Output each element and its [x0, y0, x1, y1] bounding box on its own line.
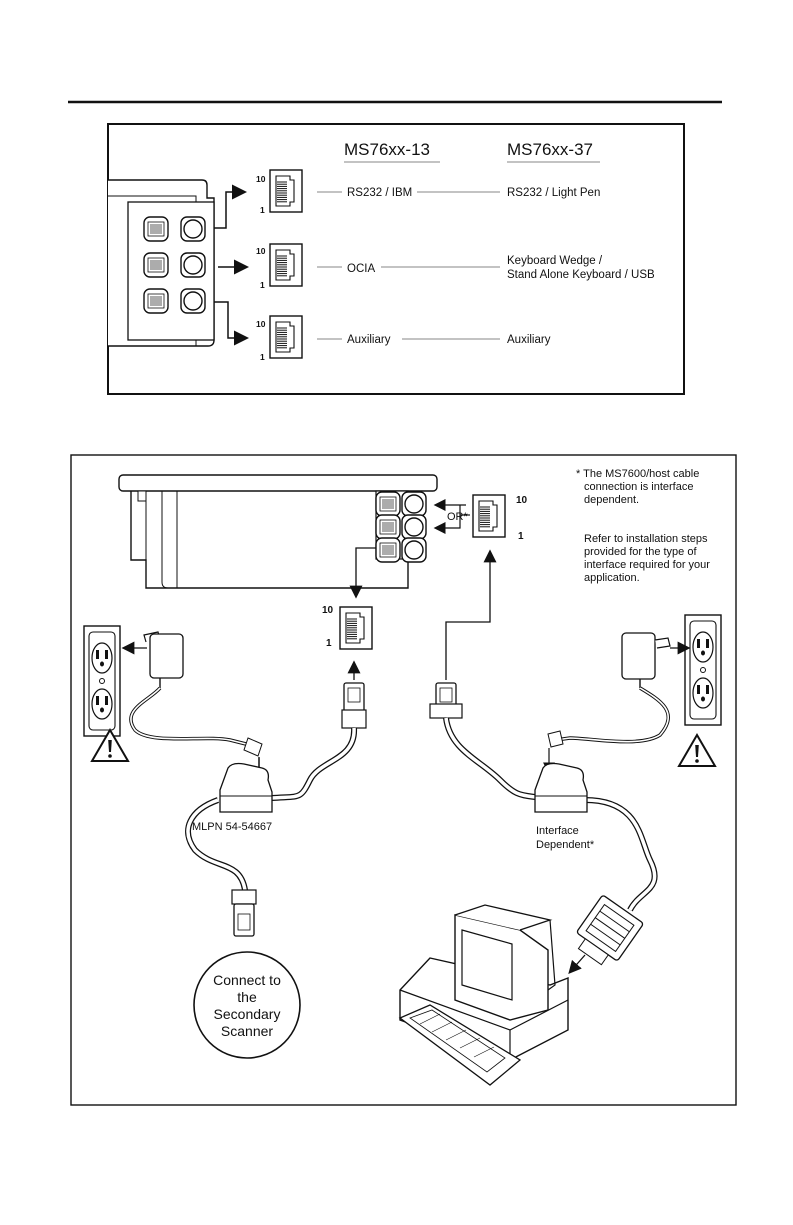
svg-text:application.: application. [584, 572, 640, 584]
db-connector-icon [576, 895, 644, 966]
svg-text:Connect to: Connect to [213, 972, 281, 988]
svg-text:interface required for your: interface required for your [584, 559, 710, 571]
cable-right-label-line1: Interface [536, 825, 579, 837]
rj45-plug-icon [341, 682, 367, 729]
svg-text:provided for the type of: provided for the type of [584, 546, 697, 558]
svg-text:* The MS7600/host cable: * The MS7600/host cable [576, 468, 699, 480]
row1-col1: RS232 / IBM [347, 187, 412, 199]
pin-top: 10 [256, 319, 266, 329]
cable-connection-panel: OR* 10 1 * The MS7600/host cable connect… [70, 454, 737, 1106]
svg-text:Secondary: Secondary [214, 1006, 281, 1022]
y-splitter-icon [534, 762, 588, 813]
pin-bottom: 1 [260, 205, 265, 215]
pin-top: 10 [516, 495, 528, 506]
row2-col2-line1: Keyboard Wedge / [507, 255, 603, 267]
power-adapter-icon [621, 632, 671, 688]
pin-top: 10 [322, 605, 334, 616]
pin-bottom: 1 [260, 352, 265, 362]
pin-bottom: 1 [260, 280, 265, 290]
pin-bottom: 1 [326, 638, 332, 649]
rj45-jack-icon [472, 494, 506, 538]
or-label: OR* [447, 511, 469, 523]
y-splitter-icon [219, 762, 273, 813]
power-outlet-icon [684, 614, 722, 726]
rj45-jack-icon [269, 243, 303, 287]
pin-bottom: 1 [518, 531, 524, 542]
pin-top: 10 [256, 246, 266, 256]
col1-header: MS76xx-13 [344, 140, 430, 159]
rj45-jack-icon [269, 169, 303, 213]
row3-col2: Auxiliary [507, 334, 551, 346]
cable-left-label: MLPN 54-54667 [192, 821, 272, 833]
pin-top: 10 [256, 174, 266, 184]
cable-right-label-line2: Dependent* [536, 839, 595, 851]
interface-note: * The MS7600/host cable connection is in… [576, 468, 710, 584]
rj45-jack-icon [269, 315, 303, 359]
interface-port-table: MS76xx-13 MS76xx-37 10 1 RS232 / IBM RS2… [107, 123, 685, 395]
row3-col1: Auxiliary [347, 334, 391, 346]
connect-secondary-scanner-callout: Connect to the Secondary Scanner [193, 951, 301, 1059]
row2-col1: OCIA [347, 263, 375, 275]
svg-text:the: the [237, 989, 257, 1005]
svg-text:Refer to installation steps: Refer to installation steps [584, 533, 708, 545]
svg-text:Scanner: Scanner [221, 1023, 273, 1039]
scanner-ports-icon [108, 179, 215, 347]
row1-col2: RS232 / Light Pen [507, 187, 600, 199]
svg-text:dependent.: dependent. [584, 494, 639, 506]
power-adapter-icon [143, 631, 184, 688]
col2-header: MS76xx-37 [507, 140, 593, 159]
scanner-ports-icon [118, 474, 438, 589]
power-outlet-icon [83, 625, 121, 737]
row2-col2-line2: Stand Alone Keyboard / USB [507, 269, 655, 281]
svg-text:connection is interface: connection is interface [584, 481, 693, 493]
computer-icon [398, 904, 569, 1086]
rj45-plug-icon [231, 889, 257, 937]
rj45-jack-icon [339, 606, 373, 650]
